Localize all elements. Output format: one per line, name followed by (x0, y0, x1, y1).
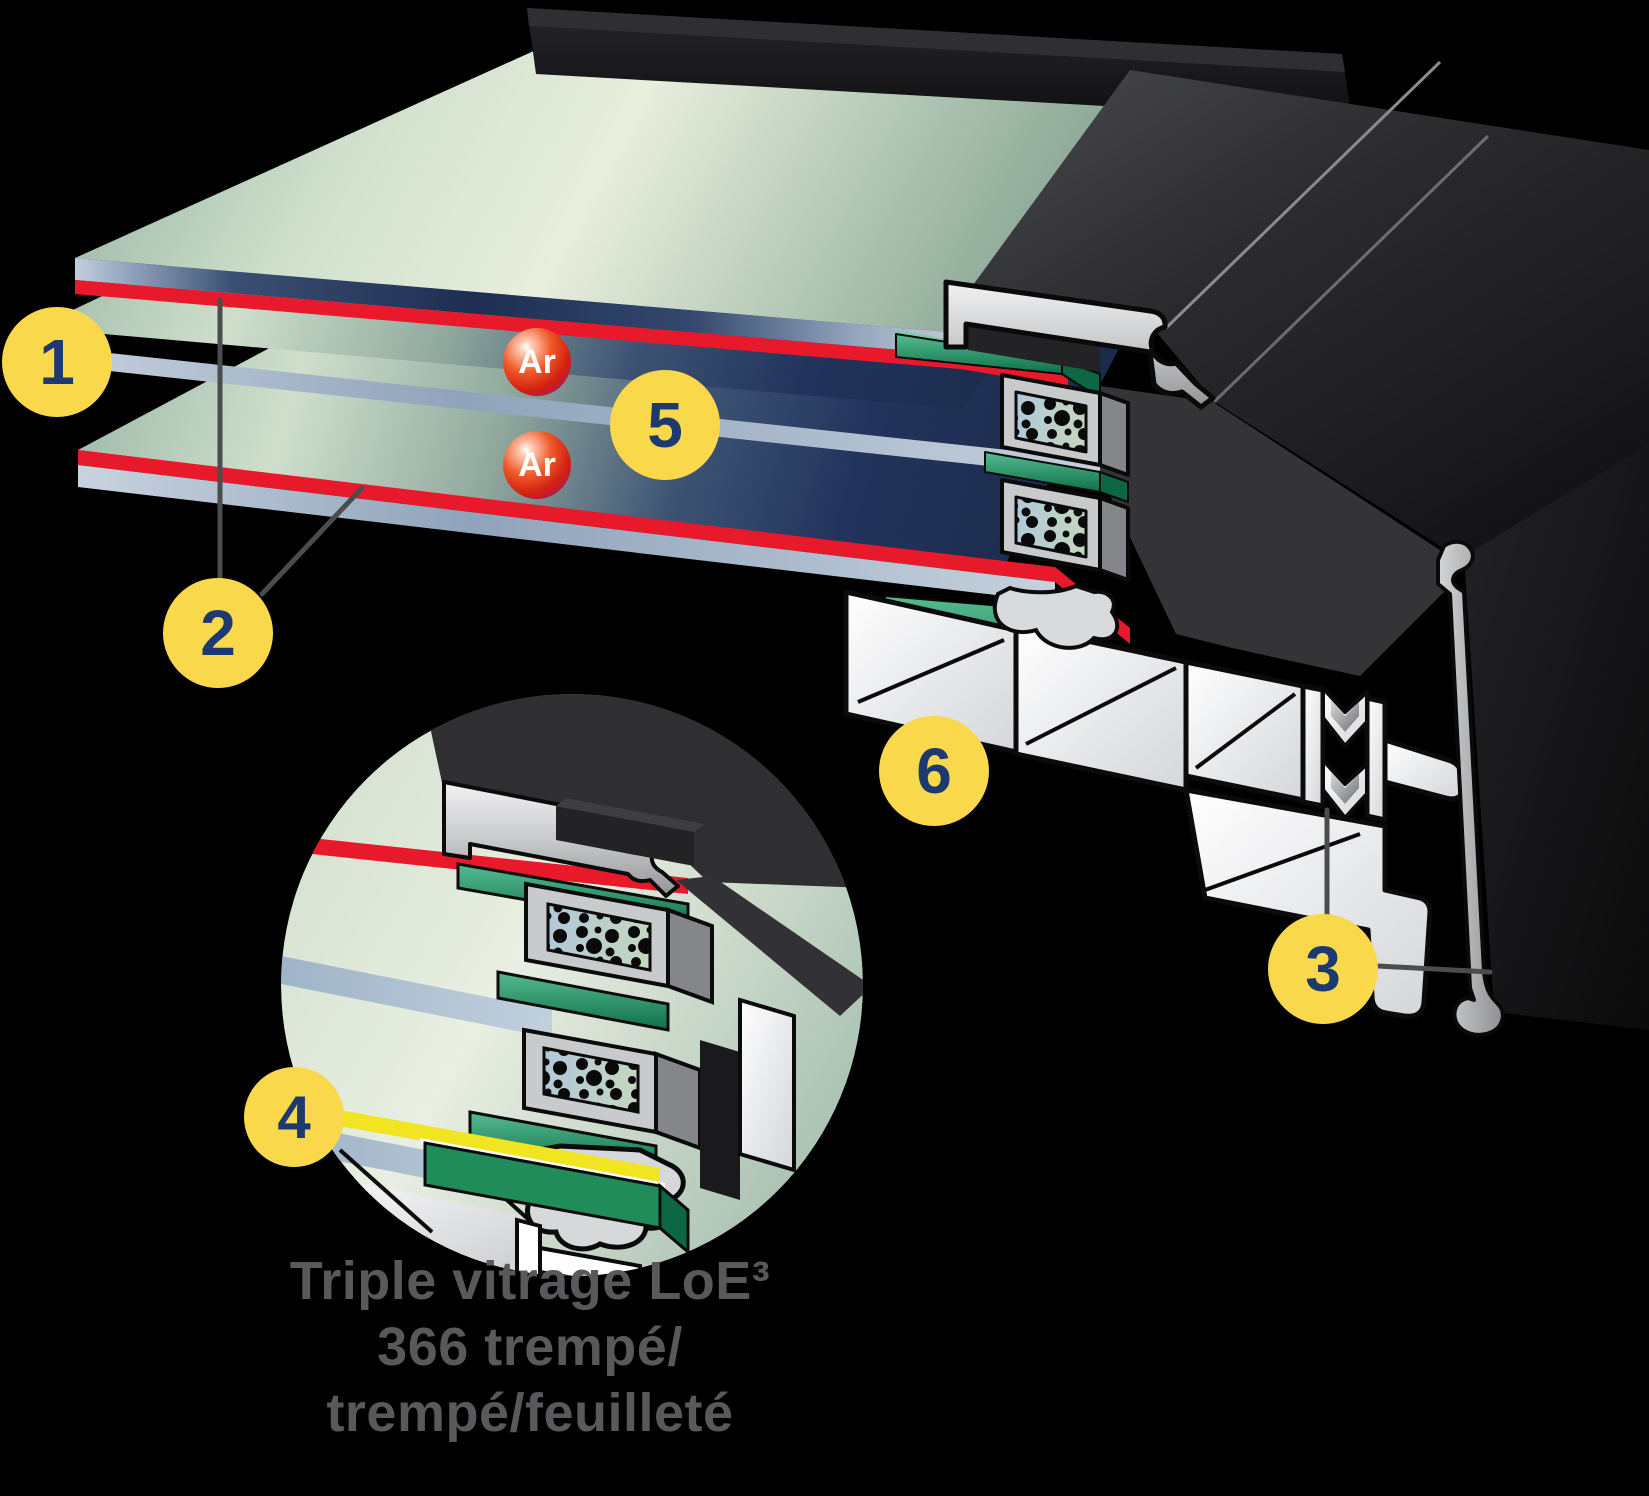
desiccant-dots-1 (1016, 392, 1086, 452)
glazing-gasket (992, 583, 1120, 650)
clad-cap-cross-section (943, 279, 1216, 410)
callout-1-number: 1 (39, 326, 75, 398)
callout-2-number: 2 (200, 597, 236, 669)
argon-gas-badge-1: Ar (503, 328, 571, 396)
callout-3: 3 (1268, 914, 1378, 1024)
callout-6-number: 6 (916, 735, 952, 807)
desiccant-dots-2 (1016, 497, 1086, 557)
glass-pane-top (75, 40, 1140, 387)
magnifier-detail (281, 694, 863, 1276)
callout-4-number: 4 (277, 1083, 311, 1151)
callout-1: 1 (2, 307, 112, 417)
callout-5: 5 (610, 370, 720, 480)
magnified-interlayer-yellow (296, 1102, 660, 1184)
callout-5-number: 5 (647, 389, 683, 461)
caption-line-2: 366 trempé/ (377, 1317, 683, 1377)
aluminum-clad-frame (946, 60, 1649, 1030)
argon-label: Ar (518, 445, 556, 484)
pvc-frame-profile (843, 589, 1465, 1019)
callout-6: 6 (879, 716, 989, 826)
callout-4: 4 (244, 1067, 344, 1167)
clad-outer-strip (1436, 539, 1505, 1037)
caption: Triple vitrage LoE³ 366 trempé/ trempé/f… (190, 1248, 870, 1446)
caption-line-1: Triple vitrage LoE³ (289, 1251, 771, 1311)
callout-3-number: 3 (1305, 933, 1341, 1005)
caption-line-3: trempé/feuilleté (326, 1383, 734, 1443)
loe-coating-red-top-pane (75, 280, 1068, 387)
argon-gas-badge-2: Ar (503, 431, 571, 499)
callout-2: 2 (163, 578, 273, 688)
argon-label: Ar (518, 342, 556, 381)
leader-lines (217, 297, 1493, 975)
loe-coating-red-bottom-pane (78, 450, 1130, 644)
magnified-loe-coating (293, 836, 688, 894)
